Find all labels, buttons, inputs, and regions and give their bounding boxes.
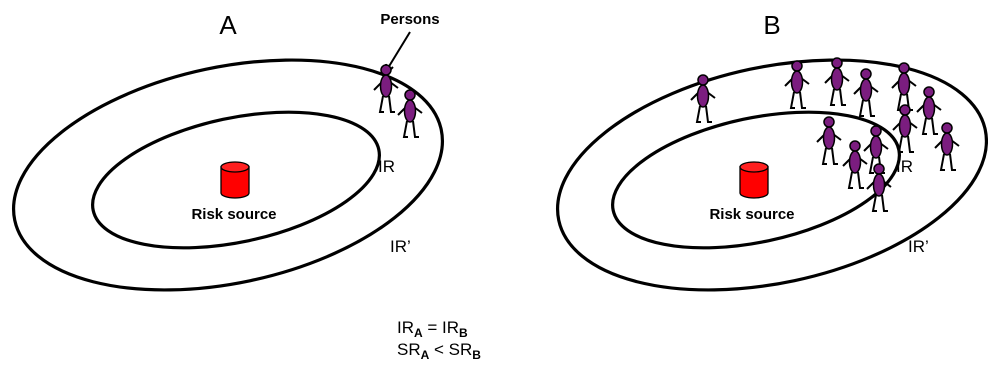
equation-ir: IRA = IRB <box>397 318 468 340</box>
eq-ir-lhs-sub: A <box>414 326 423 340</box>
eq-ir-rhs: IR <box>442 318 459 337</box>
eq-sr-rhs: SR <box>449 340 473 359</box>
eq-sr-lhs: SR <box>397 340 421 359</box>
person-icon <box>816 116 842 165</box>
outer-contour-label-b: IR’ <box>908 237 929 256</box>
eq-sr-lhs-sub: A <box>421 348 430 362</box>
person-icon <box>784 60 810 109</box>
panel-a-title: A <box>219 10 237 40</box>
eq-sr-op: < <box>429 340 448 359</box>
persons-label: Persons <box>380 11 439 28</box>
person-icon <box>397 89 423 138</box>
outer-contour-label-a: IR’ <box>390 237 411 256</box>
persons-pointer-arrow <box>387 31 411 69</box>
person-icon <box>824 57 850 106</box>
person-icon <box>690 74 716 123</box>
inner-contour-label-a: IR <box>378 157 395 176</box>
eq-sr-rhs-sub: B <box>472 348 481 362</box>
eq-ir-lhs: IR <box>397 318 414 337</box>
equations: IRA = IRB SRA < SRB <box>397 318 481 362</box>
risk-source-label-a: Risk source <box>191 206 276 223</box>
inner-risk-contour-a <box>91 110 381 250</box>
eq-ir-rhs-sub: B <box>459 326 468 340</box>
person-icon <box>853 68 879 117</box>
panel-b: B Risk source IR IR’ <box>555 10 988 292</box>
risk-source-icon-b <box>739 161 769 199</box>
panel-a: A Risk source IR IR’ Persons <box>11 10 445 292</box>
eq-ir-op: = <box>423 318 442 337</box>
person-icon <box>916 86 942 135</box>
inner-contour-label-b: IR <box>896 157 913 176</box>
equation-sr: SRA < SRB <box>397 340 481 362</box>
outer-risk-contour-a <box>11 58 445 292</box>
outer-risk-contour-b <box>555 58 988 292</box>
risk-source-label-b: Risk source <box>709 206 794 223</box>
person-icon <box>842 140 868 189</box>
person-icon <box>934 122 960 171</box>
risk-source-icon-a <box>220 161 250 199</box>
panel-b-title: B <box>763 10 780 40</box>
